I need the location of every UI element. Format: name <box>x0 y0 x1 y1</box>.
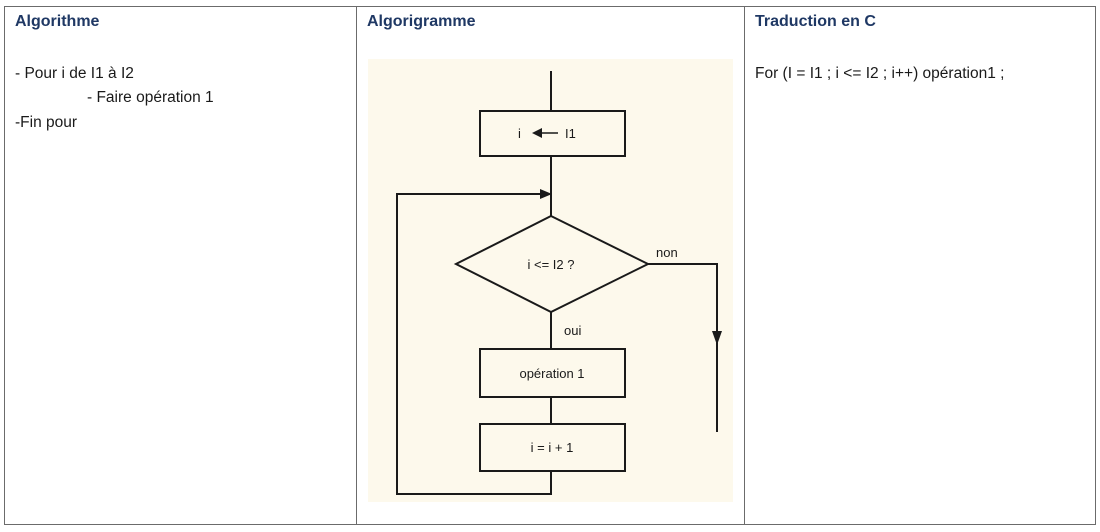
c-code-line: For (I = I1 ; i <= I2 ; i++) opération1 … <box>755 65 1005 82</box>
algorithme-header: Algorithme <box>15 13 100 30</box>
no-branch-line <box>648 263 718 432</box>
algorigramme-header: Algorigramme <box>367 13 476 30</box>
comparison-table: Algorithme - Pour i de I1 à I2 - Faire o… <box>4 6 1096 525</box>
loop-arrowhead <box>540 189 552 199</box>
assign-arrowhead <box>532 128 542 138</box>
no-arrowhead <box>712 331 722 345</box>
increment-box <box>479 423 626 472</box>
init-value-label: I1 <box>565 126 576 141</box>
algorithm-line-1: - Pour i de I1 à I2 <box>15 65 134 82</box>
operation-box <box>479 348 626 398</box>
algorithme-cell: Algorithme - Pour i de I1 à I2 - Faire o… <box>4 6 357 525</box>
increment-label: i = i + 1 <box>531 440 574 455</box>
flowchart-svg: i I1 i <= I2 ? non oui opération 1 i = i… <box>396 71 722 495</box>
flowchart: i I1 i <= I2 ? non oui opération 1 i = i… <box>368 59 733 502</box>
yes-label: oui <box>564 323 581 338</box>
no-label: non <box>656 245 678 260</box>
init-box <box>479 110 626 157</box>
loop-back-line <box>396 193 552 495</box>
traduction-cell: Traduction en C For (I = I1 ; i <= I2 ; … <box>744 6 1096 525</box>
condition-label: i <= I2 ? <box>528 257 575 272</box>
operation-label: opération 1 <box>519 366 584 381</box>
traduction-header: Traduction en C <box>755 13 876 30</box>
algorigramme-cell: Algorigramme <box>356 6 745 525</box>
algorithm-line-3: -Fin pour <box>15 114 78 131</box>
algorithm-line-2: - Faire opération 1 <box>87 89 214 106</box>
init-var-label: i <box>518 126 521 141</box>
